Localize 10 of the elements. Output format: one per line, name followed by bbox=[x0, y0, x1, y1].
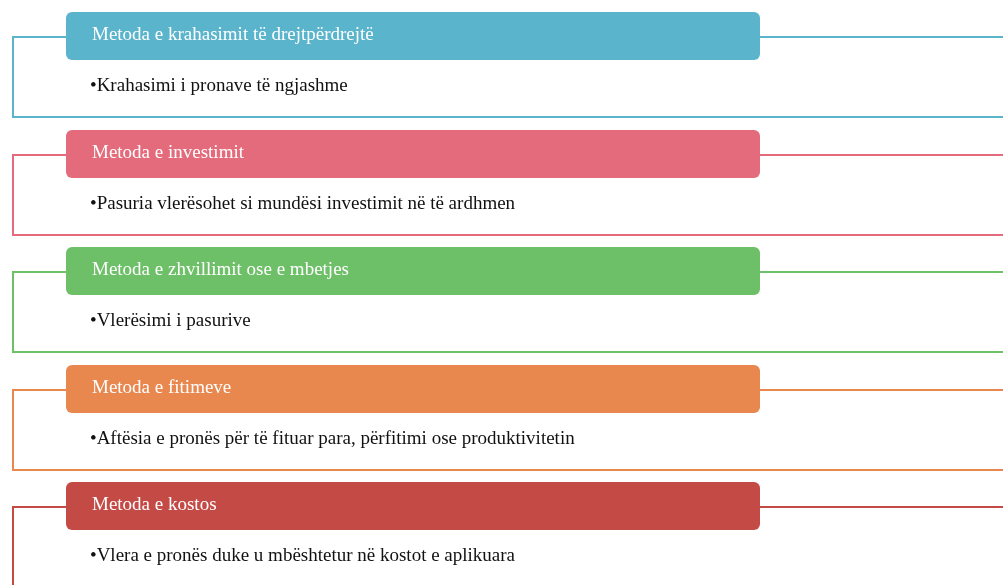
method-header-box: Metoda e investimit bbox=[66, 129, 760, 178]
description-text: •Krahasimi i pronave të ngjashme bbox=[90, 74, 348, 96]
method-header-box: Metoda e kostos bbox=[66, 482, 760, 530]
description-text: •Vlera e pronës duke u mbështetur në kostot e aplikuara bbox=[90, 544, 516, 566]
method-header-box: Metoda e fitimeve bbox=[66, 364, 760, 413]
method-header-box: Metoda e zhvillimit ose e mbetjes bbox=[66, 247, 760, 295]
description-text: •Aftësia e pronës për të fituar para, përfitimi ose produktivitetin bbox=[90, 426, 575, 449]
description-text: •Pasuria vlerësohet si mundësi investimit në të ardhmen bbox=[90, 191, 516, 214]
method-header-box: Metoda e krahasimit të drejtpërdrejtë bbox=[66, 12, 760, 60]
description-text: •Vlerësimi i pasurive bbox=[90, 309, 251, 331]
